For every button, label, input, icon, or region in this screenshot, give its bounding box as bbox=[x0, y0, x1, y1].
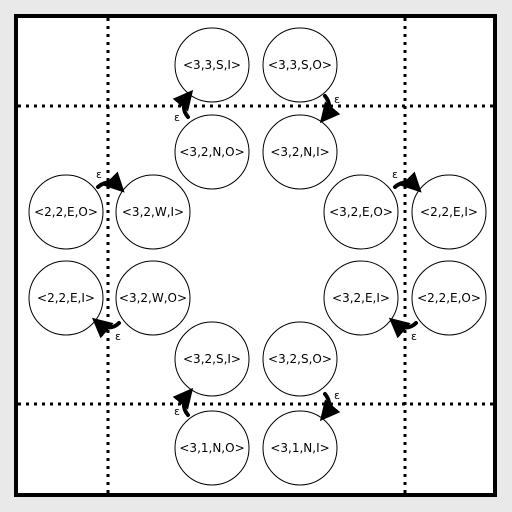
diagram-panel bbox=[14, 14, 497, 497]
epsilon-label-right-upper: ε bbox=[392, 168, 398, 181]
transition-bottom-left bbox=[172, 387, 194, 417]
state-circle bbox=[28, 174, 104, 250]
state-circle bbox=[323, 260, 399, 336]
state-circle bbox=[174, 27, 250, 103]
state-circle bbox=[115, 260, 191, 336]
state-label: <3,1,N,I> bbox=[270, 441, 329, 455]
transition-arrow-icon bbox=[319, 94, 341, 124]
transition-top-left bbox=[172, 89, 194, 119]
state-node-22ei-right: <2,2,E,I> bbox=[411, 174, 487, 250]
state-circle bbox=[174, 114, 250, 190]
state-circle bbox=[262, 114, 338, 190]
state-label: <3,3,S,I> bbox=[183, 58, 241, 72]
transition-arrow-icon bbox=[172, 387, 194, 417]
transition-right-upper bbox=[393, 171, 422, 193]
state-node-32so-bottom: <3,2,S,O> bbox=[262, 321, 338, 397]
state-label: <3,2,N,I> bbox=[270, 145, 329, 159]
transition-arrow-icon bbox=[91, 317, 121, 339]
transition-left-lower bbox=[91, 317, 121, 339]
state-node-33so-top: <3,3,S,O> bbox=[262, 27, 338, 103]
state-circle bbox=[174, 410, 250, 486]
transition-arrow-icon bbox=[319, 392, 341, 422]
state-node-22eo-left: <2,2,E,O> bbox=[28, 174, 104, 250]
state-node-32wi-left: <3,2,W,I> bbox=[115, 174, 191, 250]
state-circle bbox=[115, 174, 191, 250]
state-label: <3,2,S,O> bbox=[268, 352, 332, 366]
transition-bottom-right bbox=[319, 392, 341, 422]
epsilon-label-bottom-right: ε bbox=[334, 389, 340, 402]
state-circle bbox=[28, 260, 104, 336]
transition-left-upper bbox=[96, 171, 125, 193]
epsilon-label-top-right: ε bbox=[334, 93, 340, 106]
state-node-32ei-right: <3,2,E,I> bbox=[323, 260, 399, 336]
state-label: <3,2,E,O> bbox=[329, 205, 393, 219]
epsilon-labels: ε ε ε ε ε ε ε ε bbox=[96, 93, 417, 418]
state-node-32ni-top: <3,2,N,I> bbox=[262, 114, 338, 190]
epsilon-label-top-left: ε bbox=[174, 111, 180, 124]
state-label: <3,2,E,I> bbox=[332, 291, 390, 305]
state-label: <2,2,E,I> bbox=[420, 205, 478, 219]
state-node-31ni-bottom: <3,1,N,I> bbox=[262, 410, 338, 486]
state-label: <3,1,N,O> bbox=[179, 441, 244, 455]
state-label: <3,2,S,I> bbox=[183, 352, 241, 366]
state-node-31no-bottom: <3,1,N,O> bbox=[174, 410, 250, 486]
state-label: <2,2,E,O> bbox=[417, 291, 481, 305]
transition-right-lower bbox=[388, 317, 418, 339]
state-circle bbox=[262, 27, 338, 103]
state-circle bbox=[411, 260, 487, 336]
epsilon-transitions bbox=[91, 89, 422, 422]
state-circle bbox=[262, 321, 338, 397]
epsilon-label-bottom-left: ε bbox=[174, 405, 180, 418]
transition-arrow-icon bbox=[393, 171, 422, 193]
state-node-33si-top: <3,3,S,I> bbox=[174, 27, 250, 103]
state-label: <3,2,W,I> bbox=[122, 205, 184, 219]
state-label: <3,2,N,O> bbox=[179, 145, 244, 159]
state-node-22eo-right: <2,2,E,O> bbox=[411, 260, 487, 336]
state-circle bbox=[262, 410, 338, 486]
epsilon-label-right-lower: ε bbox=[411, 330, 417, 343]
transition-top-right bbox=[319, 94, 341, 124]
epsilon-label-left-upper: ε bbox=[96, 168, 102, 181]
state-circle bbox=[411, 174, 487, 250]
state-label: <3,2,W,O> bbox=[119, 291, 187, 305]
state-label: <3,3,S,O> bbox=[268, 58, 332, 72]
state-label: <2,2,E,I> bbox=[37, 291, 95, 305]
transition-arrow-icon bbox=[96, 171, 125, 193]
state-node-32wo-left: <3,2,W,O> bbox=[115, 260, 191, 336]
epsilon-label-left-lower: ε bbox=[115, 330, 121, 343]
state-label: <2,2,E,O> bbox=[34, 205, 98, 219]
state-node-32si-bottom: <3,2,S,I> bbox=[174, 321, 250, 397]
state-circle bbox=[323, 174, 399, 250]
state-node-22ei-left: <2,2,E,I> bbox=[28, 260, 104, 336]
state-node-32eo-right: <3,2,E,O> bbox=[323, 174, 399, 250]
transition-arrow-icon bbox=[388, 317, 418, 339]
state-circle bbox=[174, 321, 250, 397]
state-node-32no-top: <3,2,N,O> bbox=[174, 114, 250, 190]
transition-arrow-icon bbox=[172, 89, 194, 119]
